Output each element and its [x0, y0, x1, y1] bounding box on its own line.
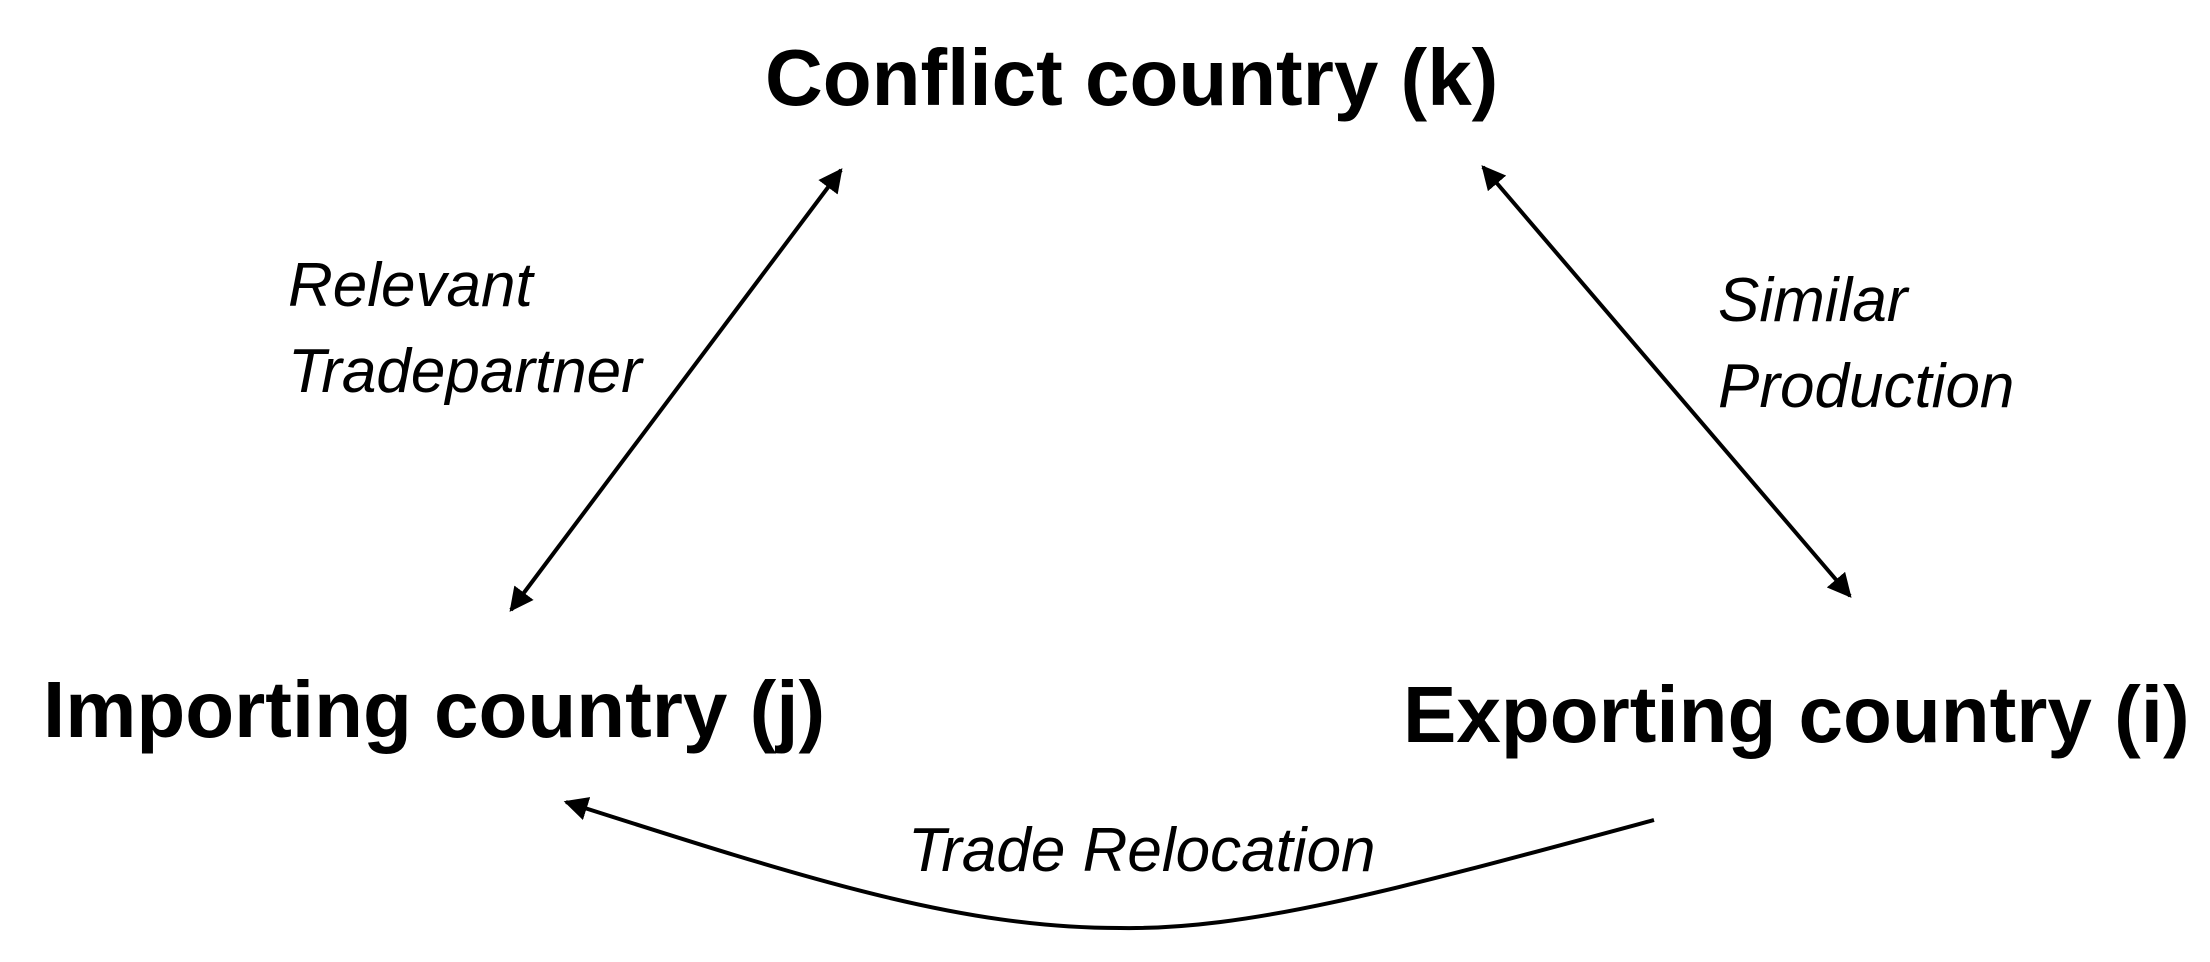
trade-relocation-arrow [563, 797, 1655, 931]
conflict-country-node: Conflict country (k) [765, 33, 1499, 122]
trade-relocation-label: Trade Relocation [908, 816, 1376, 885]
importing-country-node: Importing country (j) [43, 665, 826, 754]
relevant-tradepartner-label-line1: Relevant [288, 251, 533, 320]
relevant-tradepartner-arrow [509, 168, 843, 612]
similar-production-arrow [1481, 165, 1852, 598]
exporting-country-node: Exporting country (i) [1403, 670, 2190, 759]
